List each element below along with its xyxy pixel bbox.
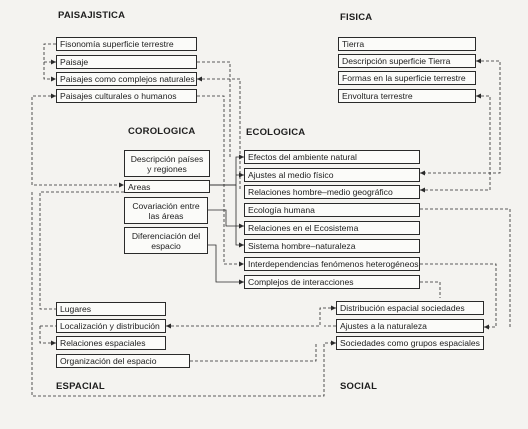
box-areas: Areas [124,180,210,193]
heading-fisica: FISICA [340,12,373,23]
box-organizacion: Organización del espacio [56,354,190,368]
arrow-sistema [239,242,244,248]
box-tierra: Tierra [338,37,476,51]
heading-espacial: ESPACIAL [56,381,105,392]
box-ajustes-medio: Ajustes al medio físico [244,168,420,182]
box-fisonomia: Fisonomía superficie terrestre [56,37,197,51]
arrow-complejos [239,279,244,285]
link-paisajes-areas [31,95,124,186]
box-ajustes-naturaleza: Ajustes a la naturaleza [336,319,484,333]
link-fisica-envoltura [420,95,491,191]
box-descripcion-paises: Descripción países y regiones [124,150,210,177]
link-areas-efectos [210,156,244,186]
arrow-social-sociedades [331,340,336,346]
box-ecologia-humana: Ecología humana [244,203,420,217]
box-covariacion: Covariación entre las áreas [124,197,208,224]
arrow-envoltura-fisica [476,93,481,99]
link-sistema-right [420,263,497,328]
arrow-paisajes-complejos [51,76,56,82]
arrow-ajustes-naturaleza [484,324,489,330]
box-sociedades-grupos: Sociedades como grupos espaciales [336,336,484,350]
link-espacial-relaciones [39,326,56,344]
link-organizacion-bottom [31,192,336,397]
arrow-social-distribucion [331,305,336,311]
link-paisaje-right [197,61,231,157]
arrow-ecologia [239,223,244,229]
link-paisaje-complejos [43,62,56,80]
arrow-areas [119,182,124,188]
link-localizacion-social [166,307,336,327]
link-areas-espacial [39,191,124,310]
box-paisaje: Paisaje [56,55,197,69]
link-culturales-right [197,95,244,265]
arrow-paisaje [51,59,56,65]
link-organizacion-social [190,343,317,362]
link-diferenciacion-complejos [208,244,244,283]
box-relaciones-ecosistema: Relaciones en el Ecosistema [244,221,420,235]
arrow-relaciones-fisica [420,170,425,176]
box-efectos-ambiente: Efectos del ambiente natural [244,150,420,164]
arrow-interdependencias [239,261,244,267]
link-covariacion-ecologia [208,209,244,227]
box-paisajes-culturales: Paisajes culturales o humanos [56,89,197,103]
heading-corologica: COROLOGICA [128,126,196,137]
link-fisonomia-paisaje [43,43,56,63]
arrow-descripcion-fisica [476,58,481,64]
arrow-paisajes-humanos [51,93,56,99]
arrow-relaciones-envoltura [420,187,425,193]
box-sistema-hombre: Sistema hombre–naturaleza [244,239,420,253]
box-relaciones-espaciales: Relaciones espaciales [56,336,166,350]
link-fisica-descripcion [420,60,501,174]
box-interdependencias: Interdependencias fenómenos heterogéneos [244,257,420,271]
box-lugares: Lugares [56,302,166,316]
box-envoltura: Envoltura terrestre [338,89,476,103]
box-complejos-interacciones: Complejos de interacciones [244,275,420,289]
link-complejos-right [197,78,241,190]
box-relaciones-hombre-medio: Relaciones hombre–medio geográfico [244,185,420,199]
link-areas-sistema [235,185,244,246]
arrow-efectos [239,154,244,160]
box-distribucion-sociedades: Distribución espacial sociedades [336,301,484,315]
heading-paisajistica: PAISAJISTICA [58,10,126,21]
link-ecologica-right [420,208,511,328]
box-localizacion: Localización y distribución [56,319,166,333]
link-complejos-social [420,281,441,298]
arrow-localizacion [166,323,171,329]
heading-ecologica: ECOLOGICA [246,127,306,138]
box-descripcion-tierra: Descripción superficie Tierra [338,54,476,68]
box-paisajes-naturales: Paisajes como complejos naturales [56,72,197,86]
arrow-culturales [197,76,202,82]
box-diferenciacion: Diferenciación del espacio [124,227,208,254]
arrow-relaciones-espaciales [51,340,56,346]
arrow-ajustes [239,172,244,178]
box-formas-superficie: Formas en la superficie terrestre [338,71,476,85]
heading-social: SOCIAL [340,381,378,392]
